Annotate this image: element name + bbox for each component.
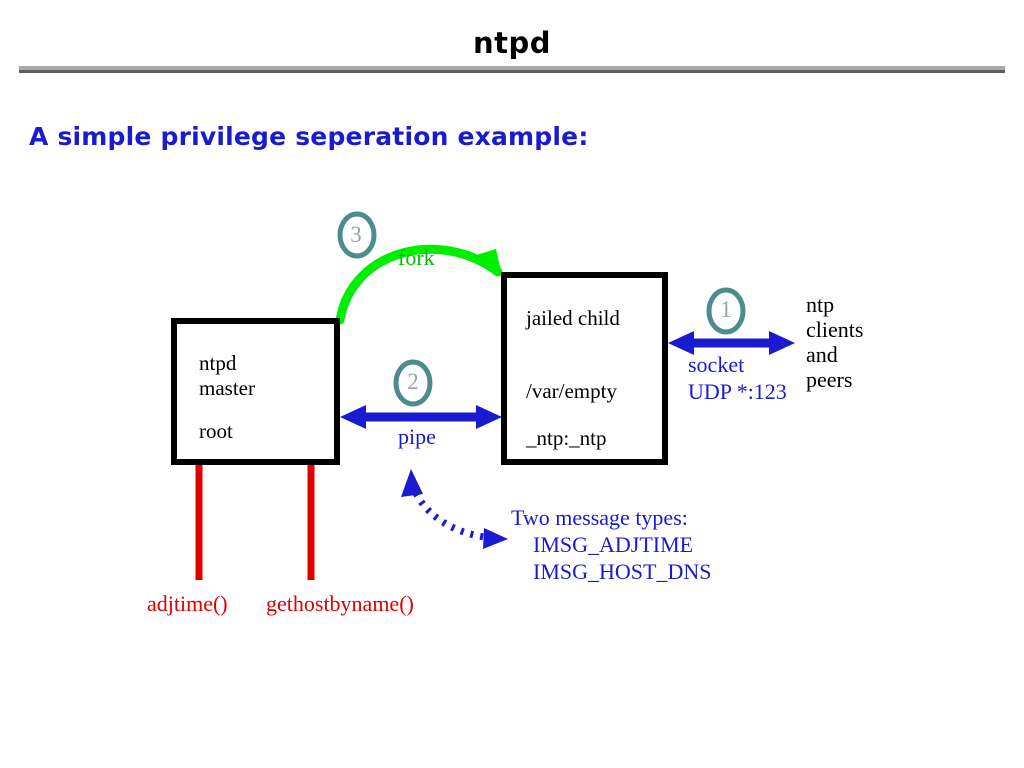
socket-udp-label: UDP *:123: [688, 379, 787, 404]
peers-line-1: ntp: [806, 292, 835, 317]
jailed-child-box: jailed child /var/empty _ntp:_ntp: [501, 272, 668, 465]
gethostbyname-label: gethostbyname(): [266, 591, 414, 616]
message-types-callout: Two message types: IMSG_ADJTIME IMSG_HOS…: [511, 504, 711, 585]
step-number-2: 2: [407, 369, 419, 394]
pipe-label: pipe: [398, 424, 436, 449]
peers-line-2: clients: [806, 317, 864, 342]
child-line-2: /var/empty: [526, 379, 617, 403]
slide-subtitle: A simple privilege seperation example:: [29, 122, 589, 151]
master-process-box: ntpd master root: [171, 318, 340, 465]
child-line-3: _ntp:_ntp: [526, 426, 607, 450]
peers-line-3: and: [806, 342, 838, 367]
step-number-1: 1: [720, 297, 732, 322]
ntp-peers-label: ntp clients and peers: [806, 292, 863, 392]
master-line-3: root: [199, 419, 233, 443]
title-divider: [19, 66, 1005, 73]
adjtime-label: adjtime(): [147, 591, 228, 616]
step-number-3: 3: [350, 222, 362, 247]
child-line-1: jailed child: [526, 306, 620, 330]
message-type-1: IMSG_ADJTIME: [533, 532, 694, 557]
peers-line-4: peers: [806, 367, 853, 392]
fork-label: fork: [398, 245, 435, 270]
master-line-1: ntpd: [199, 351, 237, 375]
message-type-2: IMSG_HOST_DNS: [533, 559, 712, 584]
page-title: ntpd: [472, 26, 552, 60]
message-types-heading: Two message types:: [511, 505, 688, 530]
message-callout-arrow: [401, 469, 508, 549]
divider-highlight: [19, 66, 1005, 70]
divider-shadow: [19, 70, 1005, 73]
master-line-2: master: [199, 376, 255, 400]
socket-label: socket: [688, 352, 745, 377]
